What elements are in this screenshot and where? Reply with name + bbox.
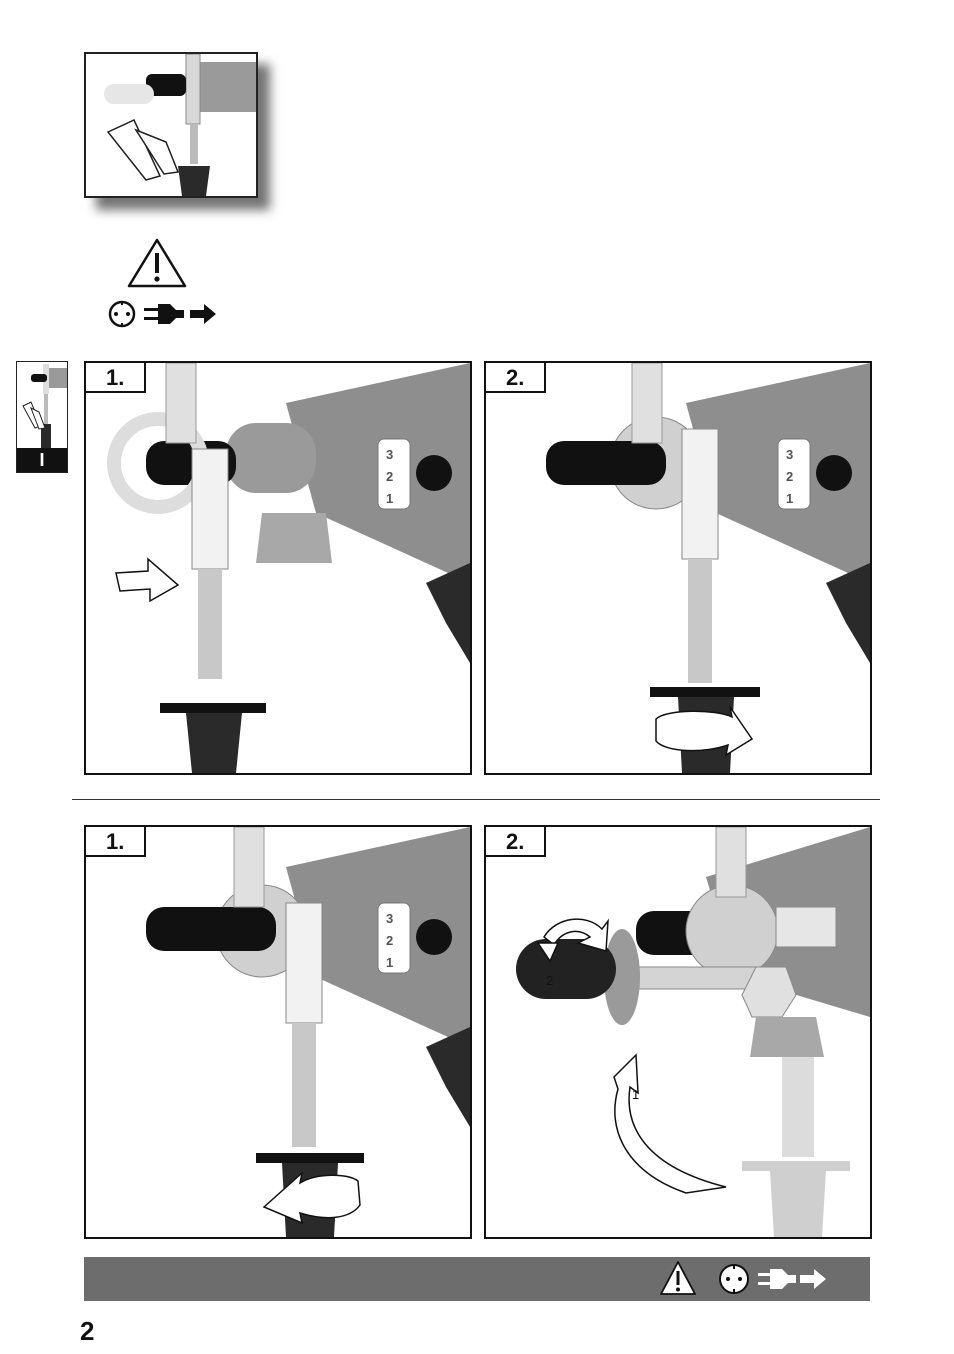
loosen-handle-illustration: 3 2 1 — [86, 827, 470, 1237]
dial-mark-1: 1 — [386, 491, 393, 506]
side-handle-mount-illustration: 2 1 — [486, 827, 870, 1237]
section-divider — [72, 799, 880, 800]
footer-icons — [658, 1259, 848, 1299]
attach-handle-illustration: 3 2 1 — [86, 363, 470, 773]
dial-mark-3: 3 — [386, 447, 393, 462]
tighten-handle-illustration: 3 2 1 — [486, 363, 870, 773]
page-number: 2 — [80, 1316, 93, 1347]
overview-thumbnail — [84, 52, 258, 198]
socket-icon — [720, 1264, 748, 1294]
socket-icon — [110, 301, 134, 327]
warning-icon — [129, 240, 185, 286]
panel-top-1: 1. 3 2 1 — [84, 361, 472, 775]
step-label: 1. — [86, 827, 146, 857]
dial-mark-3: 3 — [386, 911, 393, 926]
dial-mark-1: 1 — [386, 955, 393, 970]
section-tab-image — [17, 362, 67, 448]
panel-top-2: 2. 3 2 1 — [484, 361, 872, 775]
dial-mark-2: 2 — [386, 469, 393, 484]
warning-icon — [661, 1262, 695, 1294]
unplug-icon — [758, 1269, 826, 1289]
step-label: 2. — [486, 827, 546, 857]
dial-mark-2: 2 — [786, 469, 793, 484]
footer-warning-bar — [84, 1257, 870, 1301]
section-letter: I — [17, 448, 67, 472]
dial-mark-1: 1 — [786, 491, 793, 506]
step-label: 2. — [486, 363, 546, 393]
step-label: 1. — [86, 363, 146, 393]
rotation-mark-2: 2 — [546, 973, 553, 988]
rotation-mark-1: 1 — [632, 1087, 639, 1102]
dial-mark-3: 3 — [786, 447, 793, 462]
warning-unplug-notice — [104, 236, 224, 332]
panel-bottom-1: 1. 3 2 1 — [84, 825, 472, 1239]
dial-mark-2: 2 — [386, 933, 393, 948]
section-tab: I — [16, 361, 68, 473]
panel-bottom-2: 2. 2 1 — [484, 825, 872, 1239]
drill-handle-thumbnail-image — [86, 54, 256, 196]
unplug-icon — [144, 304, 216, 324]
